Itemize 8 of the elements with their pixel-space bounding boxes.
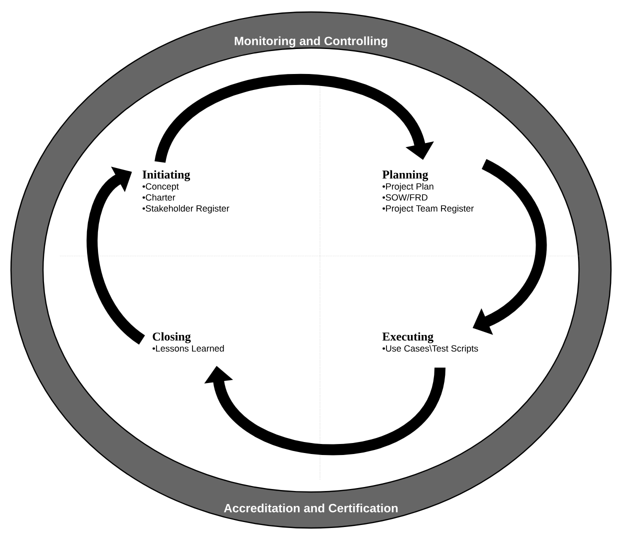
band-label: Accreditation and Certification [224,504,398,512]
stage-text: Initiating •Concept •Charter •Stakeholder Register [142,170,230,214]
curved-arrow [86,166,146,344]
curved-arrow [154,74,434,164]
stage-text: Executing •Use Cases\Test Scripts [382,332,478,354]
band-label: Monitoring and Controlling [234,36,388,48]
stage-text: Closing •Lessons Learned [152,332,224,352]
stage-text: Planning •Project Plan •SOW/FRD •Project Team Register [382,170,474,214]
